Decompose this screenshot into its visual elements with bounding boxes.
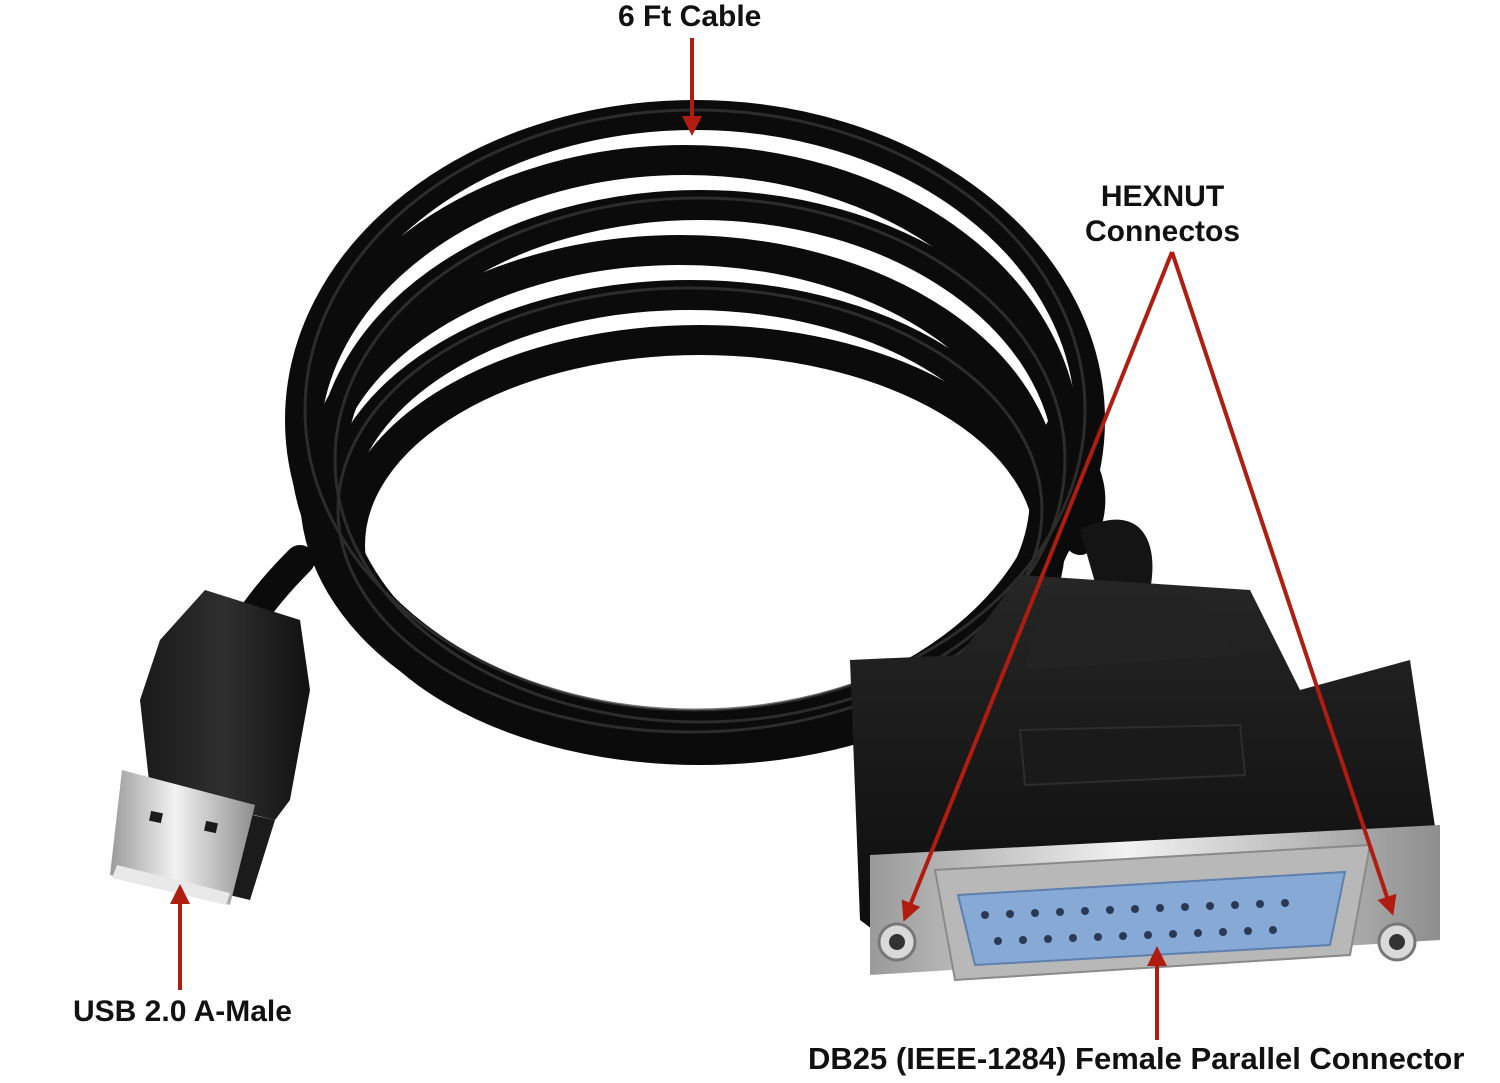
arrow-hexnut-right (1170, 251, 1397, 916)
db25-connector-icon (850, 519, 1440, 982)
usb-label: USB 2.0 A-Male (73, 995, 292, 1028)
hexnut-label-line2: Connectos (1085, 214, 1241, 248)
cable-highlights (303, 108, 1087, 734)
hexnut-label: HEXNUT Connectos (1085, 180, 1240, 249)
db25-label: DB25 (IEEE-1284) Female Parallel Connect… (808, 1041, 1465, 1076)
cable-length-label: 6 Ft Cable (618, 0, 762, 33)
coiled-cable (200, 100, 1106, 765)
arrow-hexnut-left (901, 251, 1174, 922)
callout-arrows (170, 38, 1397, 1040)
usb-a-plug-icon (110, 590, 310, 905)
hexnut-label-line1: HEXNUT (1100, 180, 1225, 213)
